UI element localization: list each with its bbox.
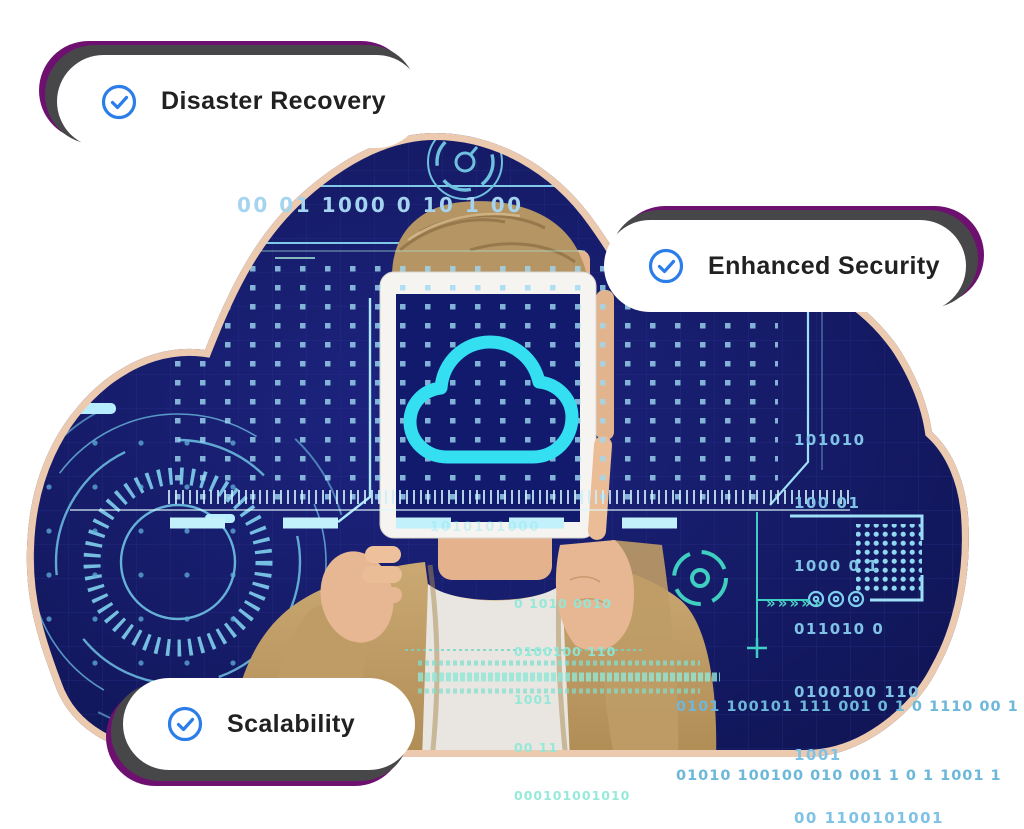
vertical-hud-lines-right [769, 300, 823, 506]
badge-label: Enhanced Security [708, 251, 940, 280]
shoulder-dial [672, 550, 728, 606]
circuit-dot-matrix [790, 514, 924, 608]
badge-scalability: Scalability [123, 678, 415, 770]
badge-enhanced-security: Enhanced Security [604, 220, 966, 312]
hands [320, 436, 635, 651]
cloud-border [26, 133, 969, 757]
cloud-icon [403, 335, 579, 464]
badge-disaster-recovery: Disaster Recovery [57, 55, 423, 148]
check-icon [101, 84, 137, 119]
teal-data-bands [405, 649, 720, 694]
badge-label: Disaster Recovery [161, 87, 386, 115]
check-icon [648, 248, 684, 284]
dot-grid-left [34, 418, 260, 686]
check-icon [167, 706, 203, 742]
badge-label: Scalability [227, 709, 356, 738]
ruler-line [70, 490, 850, 529]
shoulder-circuit [672, 512, 810, 658]
